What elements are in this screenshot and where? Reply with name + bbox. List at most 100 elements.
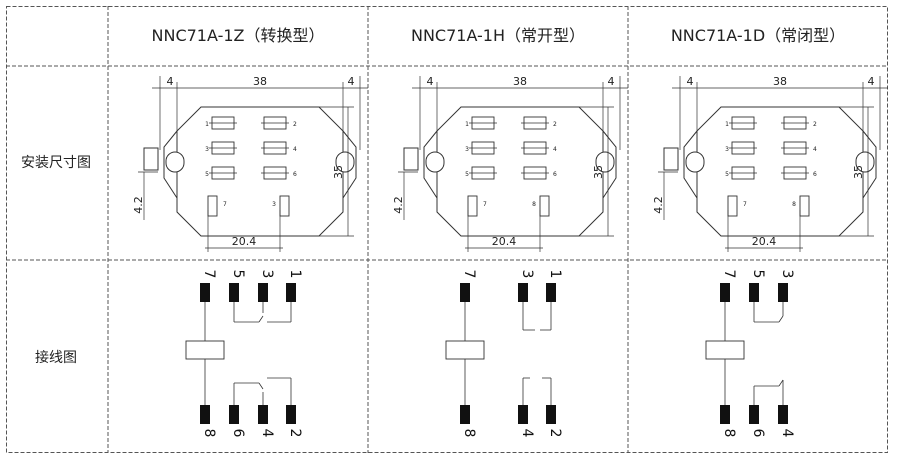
bottom-terminal — [546, 405, 556, 424]
coil-pin-left — [207, 195, 218, 217]
dim-label-offset: 4.2 — [132, 196, 145, 214]
contact-arm — [778, 379, 784, 387]
dim-label-left-margin: 4 — [427, 75, 434, 88]
top-terminal — [749, 283, 759, 302]
dim-label-offset: 4.2 — [392, 196, 405, 214]
contact-arm — [258, 315, 264, 323]
bottom-terminal — [200, 405, 210, 424]
bottom-terminal — [460, 405, 470, 424]
top-terminal — [518, 283, 528, 302]
top-pin-number: 7 — [201, 270, 217, 279]
pin-label: 7 — [743, 201, 747, 208]
relay-coil — [445, 340, 485, 360]
bottom-terminal — [749, 405, 759, 424]
pin-label: 8 — [792, 201, 796, 208]
dim-label-width: 38 — [253, 75, 267, 88]
bottom-pin-number: 6 — [750, 429, 766, 438]
dim-label-right-margin: 4 — [868, 75, 875, 88]
row-label-dimension: 安装尺寸图 — [21, 155, 91, 171]
top-pin-number: 7 — [721, 270, 737, 279]
coil-pin-left — [467, 195, 478, 217]
right-ear — [342, 130, 357, 199]
bottom-terminal — [229, 405, 239, 424]
left-pin-stub — [403, 147, 419, 171]
contact-arm — [258, 382, 264, 390]
bottom-pin-number: 2 — [287, 429, 303, 438]
dimension-drawing-1h: 4 38 4 35 4.2 20.4 1 2 3 4 5 6 7 8 — [392, 75, 628, 252]
table-grid — [6, 6, 888, 453]
relay-outline — [436, 106, 604, 237]
dim-label-height: 35 — [852, 165, 865, 179]
pin-label: 7 — [483, 201, 487, 208]
header-1z: NNC71A-1Z（转换型） — [152, 26, 325, 45]
bottom-terminal — [720, 405, 730, 424]
dim-label-left-margin: 4 — [167, 75, 174, 88]
top-pin-number: 5 — [750, 270, 766, 279]
pin-label: 7 — [223, 201, 227, 208]
dim-label-left-margin: 4 — [687, 75, 694, 88]
pin-label: 1 — [465, 121, 469, 128]
pin-label: 5 — [465, 171, 469, 178]
left-mount-slot — [425, 151, 445, 173]
top-pin-number: 7 — [461, 270, 477, 279]
left-ear — [423, 130, 438, 199]
dim-label-offset: 4.2 — [652, 196, 665, 214]
wiring-diagram-1d: 7 5 3 8 6 4 — [705, 270, 795, 438]
right-ear — [862, 130, 877, 199]
pin-label: 1 — [205, 121, 209, 128]
top-terminal — [286, 283, 296, 302]
pin-label: 2 — [293, 121, 297, 128]
pin-label: 3 — [205, 146, 209, 153]
pin-label: 3 — [725, 146, 729, 153]
pin-label: 6 — [553, 171, 557, 178]
top-terminal — [229, 283, 239, 302]
top-terminal — [258, 283, 268, 302]
bottom-pin-number: 8 — [721, 429, 737, 438]
left-ear — [683, 130, 698, 199]
top-terminal — [460, 283, 470, 302]
relay-outline — [696, 106, 864, 237]
top-terminal — [778, 283, 788, 302]
row-label-wiring: 接线图 — [35, 349, 77, 366]
top-terminal — [546, 283, 556, 302]
left-mount-slot — [685, 151, 705, 173]
top-pin-number: 5 — [230, 270, 246, 279]
pin-label: 2 — [813, 121, 817, 128]
dim-label-right-margin: 4 — [608, 75, 615, 88]
dim-label-pin-span: 20.4 — [492, 235, 517, 248]
pin-label: 2 — [553, 121, 557, 128]
bottom-pin-number: 6 — [230, 429, 246, 438]
dim-label-height: 35 — [332, 165, 345, 179]
bottom-terminal — [518, 405, 528, 424]
top-pin-number: 1 — [287, 270, 303, 279]
top-pin-number: 1 — [547, 270, 563, 279]
dim-label-pin-span: 20.4 — [752, 235, 777, 248]
pin-label: 8 — [532, 201, 536, 208]
top-pin-number: 3 — [259, 270, 275, 279]
bottom-pin-number: 8 — [201, 429, 217, 438]
pin-label: 3 — [465, 146, 469, 153]
coil-pin-right — [279, 195, 290, 217]
pin-label: 1 — [725, 121, 729, 128]
bottom-pin-number: 2 — [547, 429, 563, 438]
dim-label-width: 38 — [513, 75, 527, 88]
coil-pin-right — [799, 195, 810, 217]
table-border — [6, 6, 888, 453]
contact-arm — [778, 315, 784, 323]
bottom-pin-number: 8 — [461, 429, 477, 438]
coil-pin-right — [539, 195, 550, 217]
dim-label-right-margin: 4 — [348, 75, 355, 88]
bottom-pin-number: 4 — [259, 429, 275, 438]
pin-label: 4 — [553, 146, 557, 153]
bottom-terminal — [778, 405, 788, 424]
right-ear — [602, 130, 617, 199]
dim-label-height: 35 — [592, 165, 605, 179]
top-pin-number: 3 — [779, 270, 795, 279]
top-terminal — [200, 283, 210, 302]
bottom-pin-number: 4 — [779, 429, 795, 438]
